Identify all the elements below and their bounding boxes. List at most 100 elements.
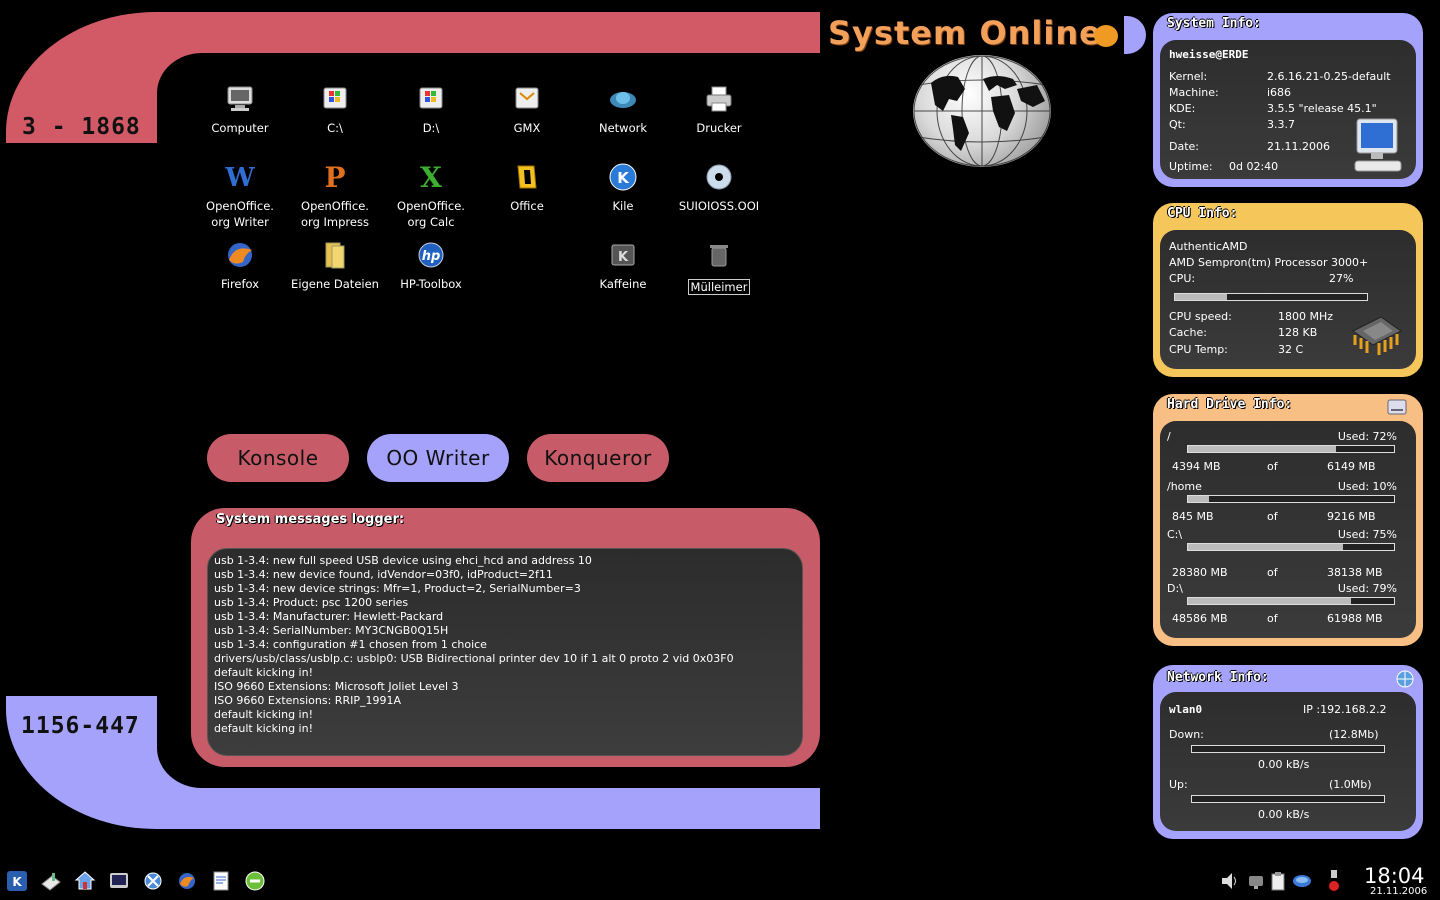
power-icon[interactable] bbox=[1323, 870, 1345, 892]
drive-of-label: of bbox=[1267, 460, 1278, 473]
monitor-icon bbox=[1353, 117, 1403, 177]
desktop-icon[interactable] bbox=[40, 870, 62, 892]
desktop-icon-gmx[interactable]: GMX bbox=[479, 82, 575, 136]
drive-total-mb: 6149 MB bbox=[1327, 460, 1376, 473]
drive-used-mb: 4394 MB bbox=[1172, 460, 1221, 473]
taskbar-clock[interactable]: 18:04 bbox=[1364, 864, 1425, 888]
firefox-icon[interactable] bbox=[176, 870, 198, 892]
machine-value: i686 bbox=[1267, 86, 1292, 99]
writer-document-icon[interactable] bbox=[210, 870, 232, 892]
cpu-model: AMD Sempron(tm) Processor 3000+ bbox=[1169, 256, 1369, 269]
desktop-icon-openoffice-org-impress[interactable]: P OpenOffice. org Impress bbox=[287, 160, 383, 230]
svg-text:K: K bbox=[12, 875, 22, 889]
logger-line: usb 1-3.4: Product: psc 1200 series bbox=[214, 596, 409, 609]
desktop-icon-firefox[interactable]: Firefox bbox=[192, 238, 288, 292]
desktop-icon-drucker[interactable]: Drucker bbox=[671, 82, 767, 136]
cpu-cache-label: Cache: bbox=[1169, 326, 1207, 339]
network-tray-icon[interactable] bbox=[1245, 870, 1267, 892]
desktop-icon-openoffice-org-calc[interactable]: X OpenOffice. org Calc bbox=[383, 160, 479, 230]
calc-icon: X bbox=[414, 160, 448, 194]
desktop-icon-kile[interactable]: K Kile bbox=[575, 160, 671, 214]
svg-text:W: W bbox=[224, 163, 255, 192]
desktop-icon-suioioss-ooi[interactable]: SUIOIOSS.OOI bbox=[671, 160, 767, 214]
network-icon bbox=[606, 82, 640, 116]
desktop-icon-m-lleimer[interactable]: Mülleimer bbox=[671, 238, 767, 295]
firefox-icon bbox=[223, 238, 257, 272]
logger-output[interactable] bbox=[207, 548, 803, 756]
volume-icon[interactable] bbox=[1219, 870, 1241, 892]
network-info-body bbox=[1160, 692, 1416, 831]
konsole-button[interactable]: Konsole bbox=[207, 434, 349, 482]
svg-text:K: K bbox=[617, 169, 630, 187]
desktop-icon-label: Kile bbox=[612, 199, 634, 213]
windows-drive-icon bbox=[318, 82, 352, 116]
drive-total-mb: 38138 MB bbox=[1327, 566, 1383, 579]
cpu-usage-value: 27% bbox=[1329, 272, 1354, 285]
upload-label: Up: bbox=[1169, 778, 1188, 791]
konqueror-icon[interactable] bbox=[142, 870, 164, 892]
desktop-icon-label: Drucker bbox=[696, 121, 742, 135]
kde-menu-icon[interactable]: K bbox=[6, 870, 28, 892]
desktop-icon-label: Computer bbox=[211, 121, 269, 135]
network-ip: IP :192.168.2.2 bbox=[1303, 703, 1387, 716]
logger-line: usb 1-3.4: configuration #1 chosen from … bbox=[214, 638, 487, 651]
hdd-icon bbox=[1387, 398, 1407, 416]
oo-writer-button[interactable]: OO Writer bbox=[367, 434, 509, 482]
desktop-icon-label: OpenOffice. org Impress bbox=[301, 199, 369, 229]
system-online-title: System Online bbox=[828, 14, 1102, 52]
drive-used-mb: 845 MB bbox=[1172, 510, 1214, 523]
drive-used-percent: Used: 72% bbox=[1337, 430, 1397, 443]
globe-icon bbox=[913, 55, 1051, 167]
network-globe-icon bbox=[1395, 669, 1415, 689]
drive-usage-bar bbox=[1187, 495, 1395, 503]
green-app-icon[interactable] bbox=[244, 870, 266, 892]
disc-icon bbox=[702, 160, 736, 194]
desktop-icon-label: Firefox bbox=[220, 277, 260, 291]
network-info-title: Network Info: bbox=[1167, 670, 1269, 685]
logger-line: default kicking in! bbox=[214, 722, 313, 735]
machine-label: Machine: bbox=[1169, 86, 1219, 99]
download-rate: 0.00 kB/s bbox=[1258, 758, 1310, 771]
drive-used-percent: Used: 79% bbox=[1337, 582, 1397, 595]
kde-label: KDE: bbox=[1169, 102, 1196, 115]
desktop-icon-label: OpenOffice. org Writer bbox=[206, 199, 274, 229]
desktop-icon-openoffice-org-writer[interactable]: W OpenOffice. org Writer bbox=[192, 160, 288, 230]
windows-drive-icon bbox=[414, 82, 448, 116]
desktop-icon-label: OpenOffice. org Calc bbox=[397, 199, 465, 229]
network-info-widget: Network Info: wlan0 IP :192.168.2.2 Down… bbox=[1153, 665, 1423, 839]
desktop-icon-c[interactable]: C:\ bbox=[287, 82, 383, 136]
cpu-vendor: AuthenticAMD bbox=[1169, 240, 1248, 253]
uptime-label: Uptime: bbox=[1169, 160, 1213, 173]
desktop-icon-label: Kaffeine bbox=[599, 277, 647, 291]
desktop-icon-d[interactable]: D:\ bbox=[383, 82, 479, 136]
kde-tray-icon[interactable] bbox=[1291, 870, 1313, 892]
konqueror-button[interactable]: Konqueror bbox=[527, 434, 669, 482]
terminal-icon[interactable] bbox=[108, 870, 130, 892]
clipboard-icon[interactable] bbox=[1267, 870, 1289, 892]
logger-line: default kicking in! bbox=[214, 666, 313, 679]
drive-of-label: of bbox=[1267, 566, 1278, 579]
desktop-icon-label: C:\ bbox=[327, 121, 343, 135]
qt-value: 3.3.7 bbox=[1267, 118, 1295, 131]
drive-used-mb: 48586 MB bbox=[1172, 612, 1228, 625]
taskbar bbox=[0, 862, 1440, 900]
cpu-info-widget: CPU Info: AuthenticAMD AMD Sempron(tm) P… bbox=[1153, 203, 1423, 377]
desktop-icon-eigene-dateien[interactable]: Eigene Dateien bbox=[287, 238, 383, 292]
drive-total-mb: 9216 MB bbox=[1327, 510, 1376, 523]
desktop-icon-office[interactable]: Office bbox=[479, 160, 575, 214]
logger-title: System messages logger: bbox=[216, 512, 405, 527]
printer-icon bbox=[702, 82, 736, 116]
desktop-icon-computer[interactable]: Computer bbox=[192, 82, 288, 136]
home-icon[interactable] bbox=[74, 870, 96, 892]
desktop-icon-network[interactable]: Network bbox=[575, 82, 671, 136]
svg-text:P: P bbox=[324, 162, 345, 192]
cpu-temp-label: CPU Temp: bbox=[1169, 343, 1228, 356]
desktop-icon-label: Office bbox=[510, 199, 544, 213]
drive-mount: /home bbox=[1167, 480, 1202, 493]
drive-usage-fill bbox=[1188, 446, 1337, 452]
qt-label: Qt: bbox=[1169, 118, 1186, 131]
network-interface: wlan0 bbox=[1169, 703, 1203, 716]
drive-mount: / bbox=[1167, 430, 1171, 443]
